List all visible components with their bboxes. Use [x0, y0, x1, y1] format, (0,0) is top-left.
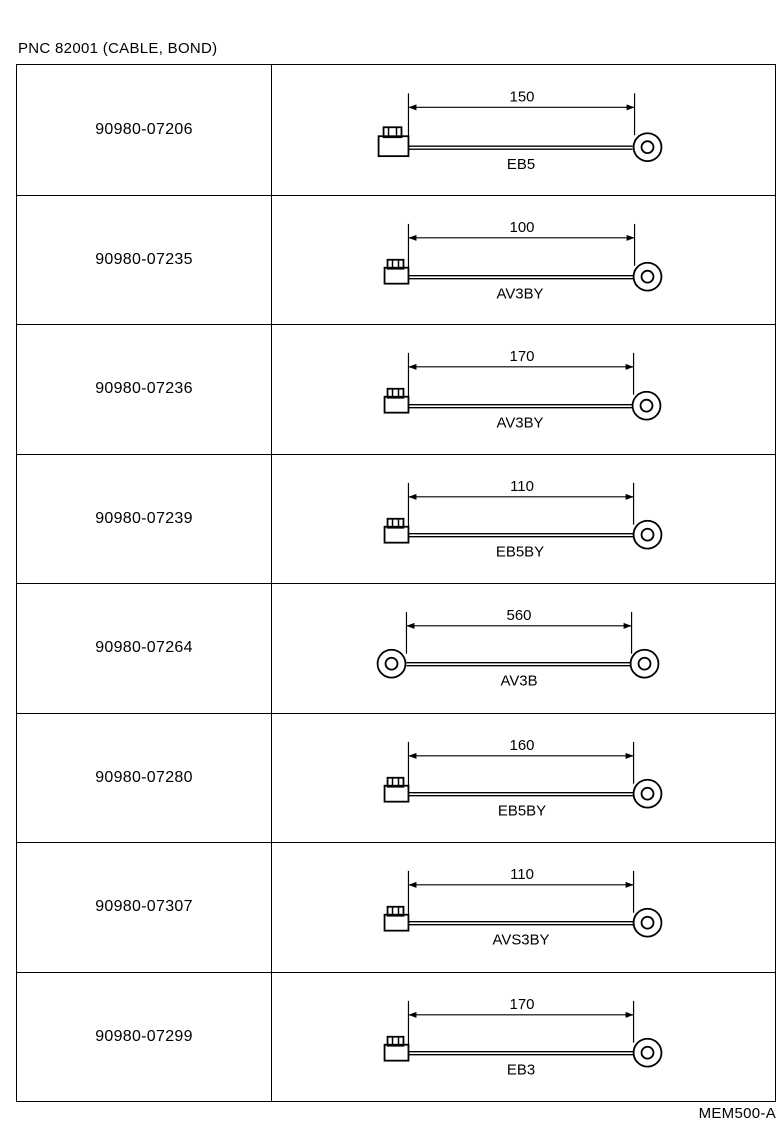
ring-terminal-icon	[632, 1037, 663, 1068]
table-row: 90980-07307 110	[17, 842, 775, 972]
length-label: 170	[510, 995, 535, 1012]
ring-terminal-icon	[376, 648, 407, 679]
cable-drawing: 160 EB5BY	[272, 714, 775, 843]
page-title: PNC 82001 (CABLE, BOND)	[18, 40, 218, 57]
cable-drawing: 560 AV3B	[272, 584, 775, 713]
ring-terminal-icon	[632, 778, 663, 809]
part-number: 90980-07236	[17, 325, 272, 454]
part-number: 90980-07280	[17, 713, 272, 842]
length-label: 160	[510, 736, 535, 753]
cable-diagram: 170 AV3BY	[383, 348, 662, 432]
parts-table: 90980-07206 150	[16, 64, 776, 1102]
length-label: 110	[510, 477, 534, 494]
table-row: 90980-07235 100	[17, 194, 775, 325]
cable-drawing: 150 EB5	[272, 65, 775, 195]
table-row: 90980-07206 150	[17, 65, 775, 195]
ring-terminal-icon	[632, 132, 663, 163]
connector-icon	[383, 258, 410, 285]
cable-diagram: 160 EB5BY	[383, 736, 663, 819]
connector-icon	[377, 126, 410, 158]
ring-terminal-icon	[632, 519, 663, 550]
part-number: 90980-07206	[17, 65, 272, 195]
part-number: 90980-07299	[17, 972, 272, 1101]
cable-diagram: 170 EB3	[383, 995, 663, 1078]
connector-icon	[383, 517, 410, 544]
length-label: 170	[510, 348, 535, 365]
wire-code: EB3	[507, 1061, 535, 1078]
cable-drawing: 100 AV3BY	[272, 196, 775, 325]
cable-diagram: 110 AVS3BY	[383, 866, 663, 949]
table-row: 90980-07264 560 AV3B	[17, 583, 775, 713]
wire-code: AV3BY	[496, 415, 543, 432]
table-row: 90980-07236 170	[17, 324, 775, 454]
cable-drawing: 110 EB5BY	[272, 455, 775, 584]
cable-drawing: 170 EB3	[272, 973, 775, 1102]
table-row: 90980-07299 170	[17, 971, 775, 1102]
connector-icon	[383, 776, 410, 803]
connector-icon	[383, 387, 410, 414]
wire-code: AV3B	[500, 673, 537, 690]
cable-diagram: 560 AV3B	[376, 607, 660, 690]
length-label: 110	[510, 866, 534, 883]
cable-diagram: 100 AV3BY	[383, 218, 663, 302]
ring-terminal-icon	[632, 907, 663, 938]
length-label: 560	[507, 607, 532, 624]
cable-drawing: 170 AV3BY	[272, 325, 775, 454]
ring-terminal-icon	[631, 390, 662, 421]
connector-icon	[383, 905, 410, 932]
wire-code: EB5	[507, 156, 535, 173]
wire-code: AVS3BY	[493, 932, 550, 949]
ring-terminal-icon	[629, 648, 660, 679]
part-number: 90980-07264	[17, 584, 272, 713]
cable-diagram: 150 EB5	[377, 88, 663, 173]
length-label: 150	[510, 88, 535, 105]
wire-code: EB5BY	[498, 802, 546, 819]
length-label: 100	[510, 218, 535, 235]
cable-drawing: 110 AVS3BY	[272, 843, 775, 972]
table-row: 90980-07239 110	[17, 453, 775, 584]
part-number: 90980-07239	[17, 454, 272, 583]
connector-icon	[383, 1035, 410, 1062]
table-row: 90980-07280 160	[17, 712, 775, 843]
ring-terminal-icon	[632, 261, 663, 292]
cable-diagram: 110 EB5BY	[383, 477, 663, 560]
part-number: 90980-07307	[17, 843, 272, 972]
part-number: 90980-07235	[17, 195, 272, 324]
drawing-code: MEM500-A	[698, 1105, 776, 1122]
wire-code: EB5BY	[496, 543, 544, 560]
wire-code: AV3BY	[496, 285, 543, 302]
